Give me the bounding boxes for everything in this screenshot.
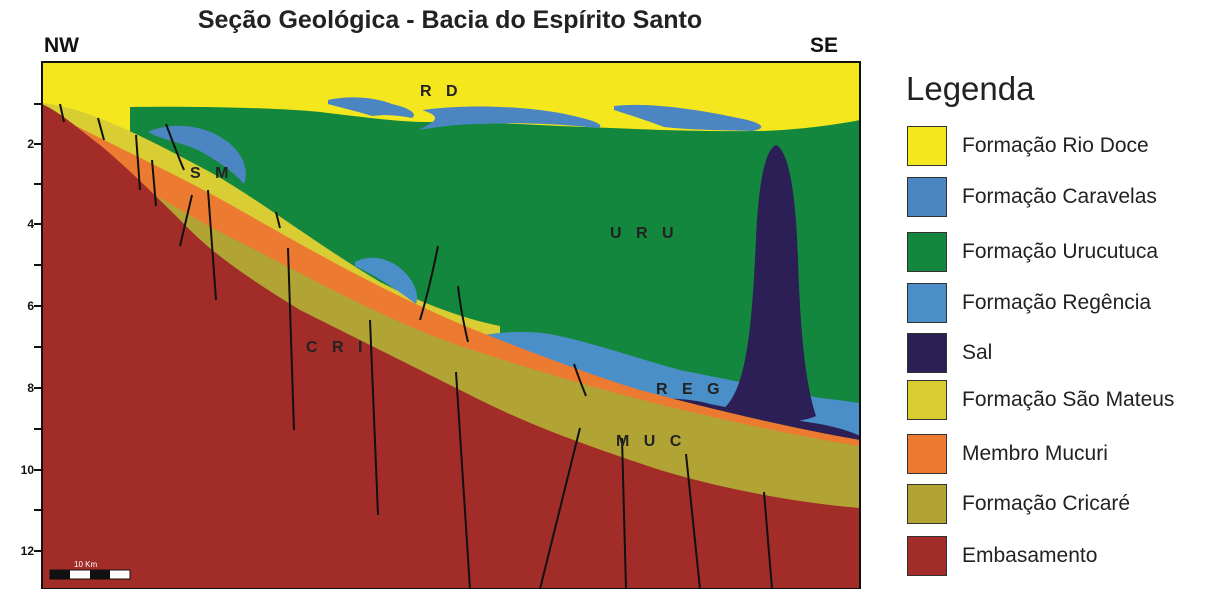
unit-label-sm: S M (190, 165, 233, 182)
legend-swatch (907, 283, 947, 323)
geologic-cross-section: R D S M U R U C R I R E G M U C 10 Km (34, 61, 861, 589)
legend-label: Formação Caravelas (962, 185, 1157, 208)
unit-embasamento (42, 104, 860, 589)
depth-tick-label: 10 (20, 463, 34, 477)
legend-swatch (907, 484, 947, 524)
legend-swatch (907, 380, 947, 420)
section-frame (41, 61, 861, 589)
legend-swatch (907, 177, 947, 217)
legend-swatch (907, 126, 947, 166)
unit-label-uru: U R U (610, 225, 679, 242)
legend-title: Legenda (906, 70, 1035, 107)
depth-tick-label: 6 (27, 299, 34, 313)
scale-bar-label: 10 Km (74, 560, 97, 569)
unit-caravelas-lens (614, 104, 762, 131)
fault-lines (59, 103, 773, 589)
depth-tick-label: 8 (27, 381, 34, 395)
legend-label: Embasamento (962, 544, 1098, 567)
direction-se-label: SE (810, 34, 839, 57)
section-title: Seção Geológica - Bacia do Espírito Sant… (197, 6, 703, 34)
unit-label-cri: C R I (306, 339, 367, 356)
legend-swatch (907, 434, 947, 474)
legend-swatch (907, 232, 947, 272)
depth-tick-label: 2 (27, 137, 34, 151)
unit-sal-diapir (722, 145, 816, 422)
depth-axis-ticks (34, 103, 42, 552)
scale-bar: 10 Km (49, 560, 131, 580)
unit-urucutuca (130, 106, 860, 420)
legend-swatch (907, 536, 947, 576)
legend-label: Membro Mucuri (962, 442, 1108, 465)
unit-caravelas-lens (418, 106, 601, 130)
legend-label: Sal (962, 341, 993, 364)
unit-label-muc: M U C (616, 433, 686, 450)
legend-label: Formação São Mateus (962, 388, 1175, 411)
unit-label-reg: R E G (656, 381, 725, 398)
legend-label: Formação Regência (962, 291, 1152, 314)
depth-tick-label: 12 (20, 544, 34, 558)
unit-caravelas-lens (328, 97, 414, 118)
depth-tick-label: 4 (27, 217, 34, 231)
unit-mucuri (42, 108, 860, 500)
unit-label-rd: R D (420, 83, 463, 100)
legend-label: Formação Urucutuca (962, 240, 1159, 263)
legend-swatch (907, 333, 947, 373)
unit-regencia-lens (355, 257, 418, 304)
direction-nw-label: NW (44, 34, 79, 57)
legend-label: Formação Rio Doce (962, 134, 1149, 157)
legend-label: Formação Cricaré (962, 492, 1131, 515)
